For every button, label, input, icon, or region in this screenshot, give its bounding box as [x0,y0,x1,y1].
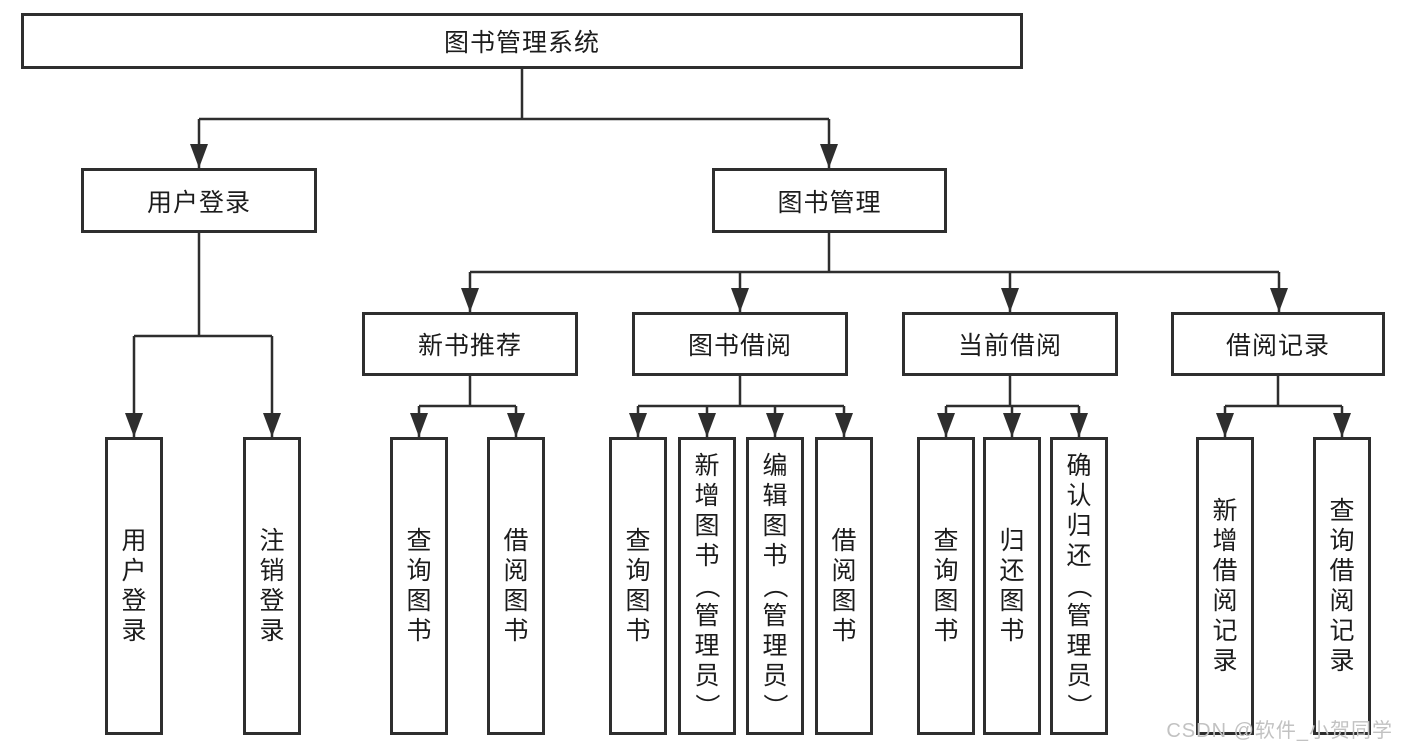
node-book-management: 图书管理 [712,168,947,233]
node-current-borrowing: 当前借阅 [902,312,1118,376]
leaf-add-book-admin: 新增图书（管理员） [678,437,736,735]
csdn-watermark: CSDN @软件_小贺同学 [1166,720,1393,742]
leaf-query-books-3: 查询图书 [917,437,975,735]
node-borrowing-records: 借阅记录 [1171,312,1385,376]
node-new-book-recommend: 新书推荐 [362,312,578,376]
leaf-user-login: 用户登录 [105,437,163,735]
leaf-query-borrow-record: 查询借阅记录 [1313,437,1371,735]
node-user-login: 用户登录 [81,168,317,233]
node-book-borrowing: 图书借阅 [632,312,848,376]
leaf-edit-book-admin: 编辑图书（管理员） [746,437,804,735]
leaf-query-books-2: 查询图书 [609,437,667,735]
leaf-return-book: 归还图书 [983,437,1041,735]
leaf-add-borrow-record: 新增借阅记录 [1196,437,1254,735]
leaf-logout: 注销登录 [243,437,301,735]
leaf-confirm-return-admin: 确认归还（管理员） [1050,437,1108,735]
leaf-borrow-books: 借阅图书 [487,437,545,735]
leaf-borrow-books-2: 借阅图书 [815,437,873,735]
leaf-query-books: 查询图书 [390,437,448,735]
node-library-system: 图书管理系统 [21,13,1023,69]
